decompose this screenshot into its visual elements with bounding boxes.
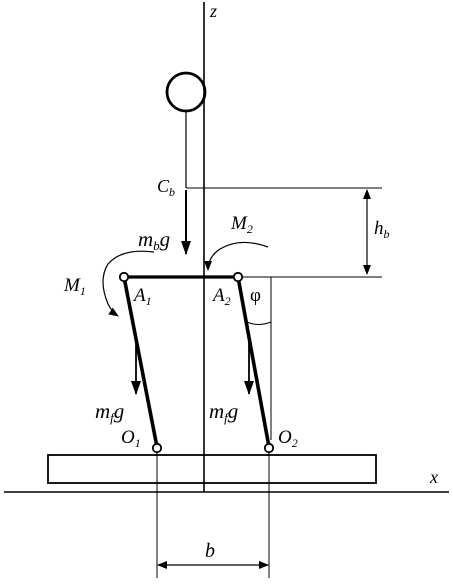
a2-label: A2 (211, 285, 231, 308)
hb-label: hb (374, 218, 390, 241)
moment-m2-arc (204, 241, 269, 271)
moment-m2-label: M2 (230, 213, 253, 236)
joint-a2 (232, 271, 244, 283)
platform (47, 454, 377, 484)
joint-o1 (151, 442, 163, 454)
x-axis-label: x (429, 467, 438, 487)
left-leg-gravity-label: mfg (95, 399, 124, 425)
o2-label: O2 (278, 427, 298, 450)
cb-label: Cb (157, 176, 175, 199)
right-leg-gravity-label: mfg (209, 399, 238, 425)
joint-o2 (263, 442, 275, 454)
phi-angle-arc (246, 321, 272, 325)
right-leg (236, 276, 271, 448)
z-axis-label: z (209, 1, 217, 21)
moment-m1-label: M1 (63, 275, 86, 298)
phi-label: φ (250, 285, 261, 306)
left-leg (122, 276, 159, 448)
moment-m1-arc (102, 250, 155, 317)
joint-a1 (118, 271, 130, 283)
a1-label: A1 (132, 285, 152, 308)
b-label: b (205, 540, 215, 562)
o1-label: O1 (121, 427, 141, 450)
body-gravity-label: mbg (138, 227, 170, 253)
body-mass-circle (165, 71, 207, 113)
